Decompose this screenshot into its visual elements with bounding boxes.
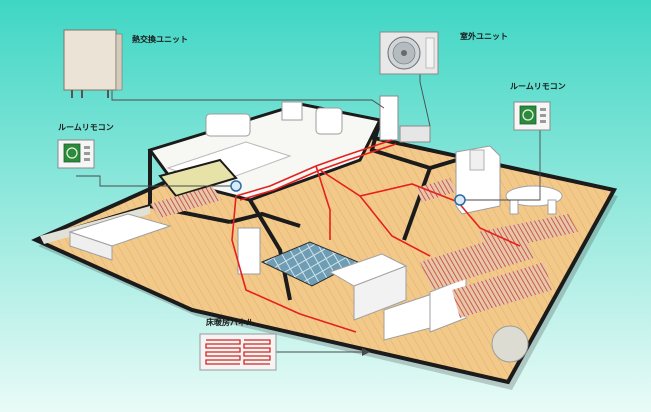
pipe-bedroom-return — [231, 195, 357, 333]
kitchen-counter — [455, 145, 501, 215]
chair-left — [509, 199, 519, 215]
label-outdoor-unit: 室外ユニット — [460, 32, 508, 41]
potted-plant — [491, 325, 529, 363]
label-remote-right: ルームリモコン — [510, 82, 566, 91]
wall-kitchen — [369, 119, 471, 171]
pipe-drop — [315, 165, 331, 240]
line-remote-left — [76, 175, 236, 187]
storage-cabinet — [237, 227, 261, 275]
heating-panel-bedroom — [150, 186, 222, 218]
chair-right — [547, 199, 557, 215]
pipe-living-feed — [457, 201, 521, 247]
wall-center — [229, 211, 301, 228]
room-remote-icon — [57, 139, 95, 169]
pipe-living — [359, 195, 431, 257]
sofa-front — [353, 265, 407, 321]
kitchen-fridge — [469, 149, 485, 171]
boiler-column — [379, 95, 399, 141]
heating-panel-living-lower — [452, 262, 552, 318]
remote-node-right — [454, 194, 466, 206]
wall-divider — [402, 167, 432, 241]
pump-unit — [399, 125, 431, 143]
remote-node-left — [230, 180, 242, 192]
floor-heating-panel-icon — [199, 333, 277, 371]
arrow-panel — [362, 348, 370, 356]
label-remote-left: ルームリモコン — [58, 123, 114, 132]
wall-lower — [248, 198, 292, 301]
room-remote-icon — [513, 101, 551, 131]
piping — [231, 139, 521, 333]
bathtub — [205, 113, 251, 137]
washbasin — [315, 107, 343, 135]
line-remote-right — [464, 108, 541, 201]
bed-side — [69, 231, 113, 261]
heating-panel-living-mid — [420, 230, 534, 290]
toilet — [281, 101, 303, 121]
label-floor-heating-panel: 床暖房パネル — [206, 318, 254, 327]
label-heat-exchanger: 熱交換ユニット — [132, 35, 188, 44]
heat-exchanger-unit-icon — [63, 29, 123, 98]
heating-panel-kitchen — [416, 178, 456, 202]
outdoor-unit-icon — [379, 31, 439, 75]
closet-floor — [158, 158, 238, 198]
pipe-kitchen — [319, 169, 459, 203]
